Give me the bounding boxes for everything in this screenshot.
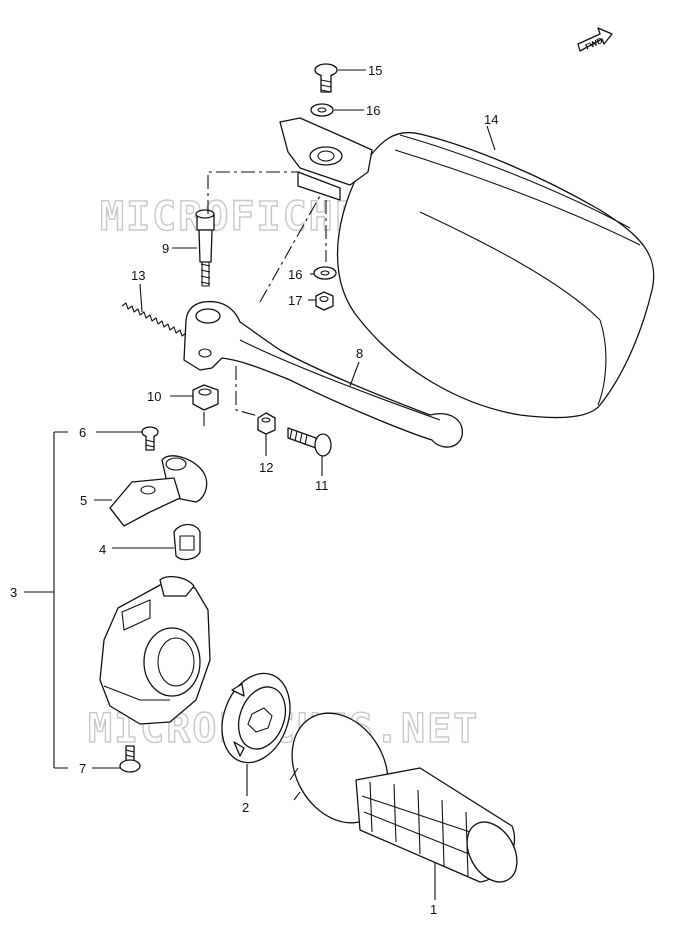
callout-7: 7 [79, 761, 86, 776]
callout-3: 3 [10, 585, 17, 600]
callout-16-lower: 16 [288, 267, 302, 282]
callout-2: 2 [242, 800, 249, 815]
callout-16-top: 16 [366, 103, 380, 118]
nut-17 [315, 291, 334, 311]
clutch-lever [183, 300, 463, 448]
hand-guard [336, 132, 655, 419]
screw-7 [119, 745, 141, 773]
washer-16-lower [313, 266, 337, 280]
callout-15: 15 [368, 63, 382, 78]
fwd-arrow-icon: FWD [577, 27, 613, 52]
screw-15 [314, 63, 338, 93]
assembly-line-lever [259, 195, 321, 303]
callout-8: 8 [356, 346, 363, 361]
bolt-11 [287, 427, 332, 457]
callout-17: 17 [288, 293, 302, 308]
leader-lines [24, 69, 496, 900]
callout-11: 11 [315, 478, 329, 493]
callout-6: 6 [79, 425, 86, 440]
guard-bracket [279, 117, 373, 201]
spring-13 [121, 302, 187, 337]
clip-4 [173, 523, 201, 561]
screw-6 [141, 426, 159, 451]
callout-9: 9 [162, 241, 169, 256]
callout-4: 4 [99, 542, 106, 557]
switch-housing [99, 575, 211, 725]
callout-1: 1 [430, 902, 437, 917]
assembly-line-bolt-9 [207, 171, 300, 214]
nut-10 [192, 384, 219, 411]
grip-1 [289, 712, 518, 883]
callout-12: 12 [259, 460, 273, 475]
callout-13: 13 [131, 268, 145, 283]
callout-14: 14 [484, 112, 498, 127]
bolt-9 [195, 209, 215, 287]
fwd-label: FWD [584, 36, 605, 52]
washer-16-top [310, 103, 334, 117]
collar-2 [221, 672, 291, 764]
callout-5: 5 [80, 493, 87, 508]
callout-10: 10 [147, 389, 161, 404]
assembly-line-nut-12 [235, 366, 259, 417]
nut-12 [257, 412, 276, 435]
plate-5 [109, 477, 181, 527]
